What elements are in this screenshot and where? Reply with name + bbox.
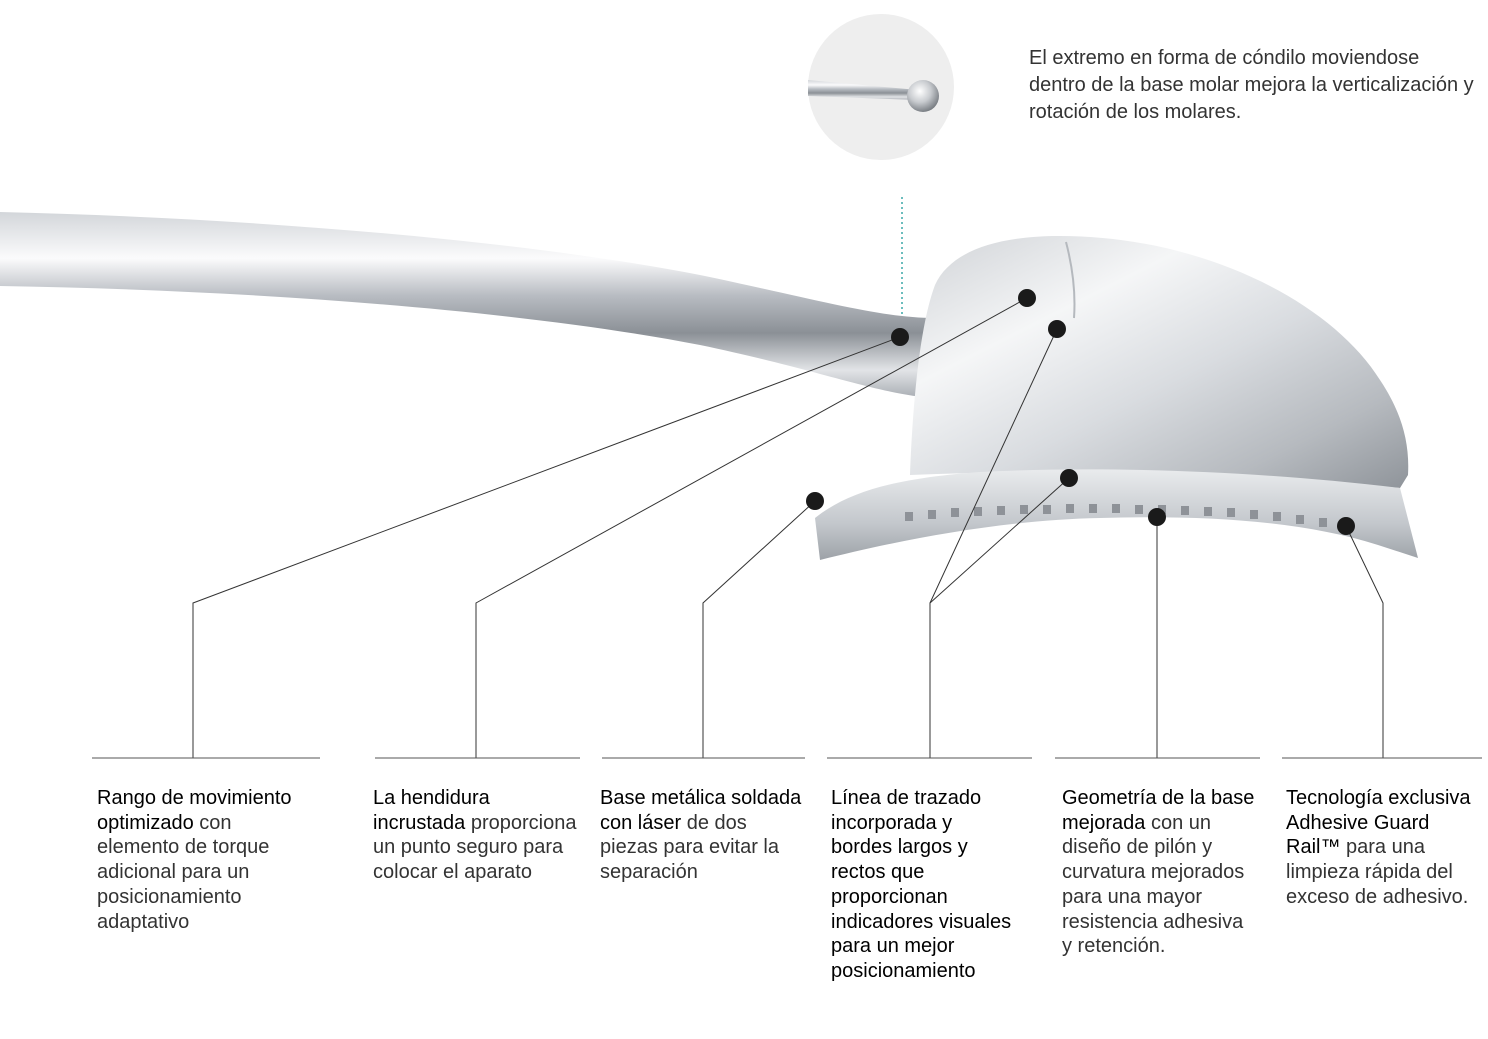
- feature-5-title: Geometría de la base mejorada: [1062, 787, 1255, 834]
- feature-2: La hendidura incrustada proporciona un p…: [373, 786, 578, 885]
- feature-3: Base metálica soldada con láser de dos p…: [600, 786, 805, 885]
- feature-2-title: La hendidura incrustada: [373, 787, 490, 834]
- condyle-end-detail-icon: [808, 14, 954, 160]
- feature-1: Rango de movimiento optimizado con eleme…: [97, 786, 312, 934]
- callout-markers: [806, 289, 1355, 535]
- marker-5: [1148, 508, 1166, 526]
- leader-line-1: [192, 336, 901, 758]
- feature-6: Tecnología exclusiva Adhesive Guard Rail…: [1286, 786, 1471, 910]
- marker-4b: [1060, 469, 1078, 487]
- leader-line-3: [702, 500, 816, 758]
- feature-3-title: Base metálica soldada con láser: [600, 787, 802, 834]
- feature-1-title: Rango de movimiento optimizado: [97, 787, 292, 834]
- leader-line-2: [475, 297, 1028, 758]
- marker-4a: [1048, 320, 1066, 338]
- feature-5: Geometría de la base mejorada con un dis…: [1062, 786, 1257, 959]
- feature-3-body: de dos piezas para evitar la separación: [600, 811, 779, 884]
- marker-3: [806, 492, 824, 510]
- feature-6-body: para una limpieza rápida del exceso de a…: [1286, 836, 1469, 908]
- leader-line-6: [1345, 525, 1384, 758]
- marker-2: [1018, 289, 1036, 307]
- leader-lines: [192, 297, 1384, 758]
- marker-6: [1337, 517, 1355, 535]
- feature-4-title: Línea de trazado incorporada y bordes la…: [831, 787, 1012, 982]
- leader-line-4b: [929, 477, 1070, 604]
- feature-6-title: Tecnología exclusiva Adhesive Guard Rail…: [1286, 787, 1471, 859]
- feature-1-body: con elemento de torque adicional para un…: [97, 811, 270, 933]
- feature-4: Línea de trazado incorporada y bordes la…: [831, 786, 1016, 984]
- feature-5-body: con un diseño de pilón y curvatura mejor…: [1062, 811, 1245, 958]
- feature-2-body: proporciona un punto seguro para colocar…: [373, 811, 577, 884]
- marker-1: [891, 328, 909, 346]
- condyle-callout-text: El extremo en forma de cóndilo moviendos…: [1029, 47, 1474, 123]
- buccal-tube-product-image: [0, 212, 1418, 560]
